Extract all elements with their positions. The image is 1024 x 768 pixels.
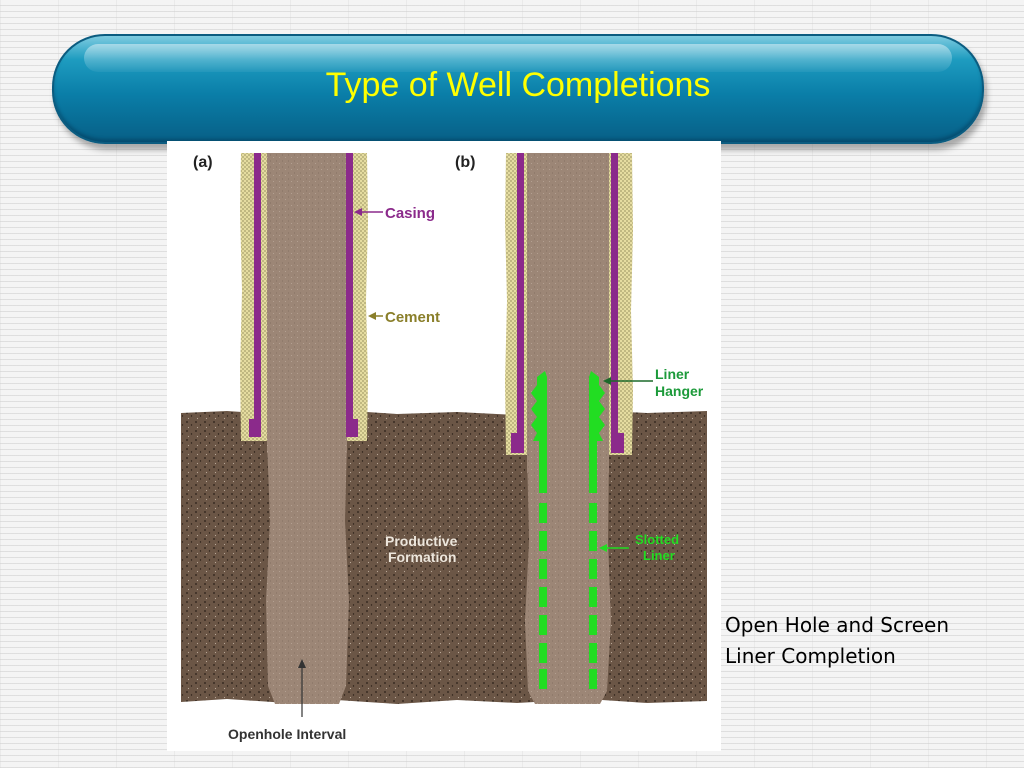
casing-left-b xyxy=(517,153,524,453)
productive-formation-label-2: Formation xyxy=(388,549,456,565)
openhole-interval-b xyxy=(525,451,611,704)
panel-label-a: (a) xyxy=(193,154,213,171)
openhole-interval-a xyxy=(266,441,349,704)
openhole-interval-label: Openhole Interval xyxy=(228,726,346,742)
casing-arrowhead xyxy=(354,208,362,216)
casing-shoe-left-a xyxy=(249,419,261,437)
slide-caption: Open Hole and Screen Liner Completion xyxy=(725,610,1015,672)
cement-arrowhead xyxy=(368,312,376,320)
casing-left-a xyxy=(254,153,261,437)
panel-label-b: (b) xyxy=(455,154,475,171)
slotted-liner-left xyxy=(539,377,547,689)
caption-line-2: Liner Completion xyxy=(725,644,896,668)
liner-hanger-arrowhead xyxy=(603,377,611,385)
slotted-liner-label-1: Slotted xyxy=(635,532,679,547)
borehole-a xyxy=(267,153,347,453)
casing-label: Casing xyxy=(385,205,435,222)
title-banner: Type of Well Completions xyxy=(52,34,984,144)
casing-shoe-right-b xyxy=(611,433,624,453)
casing-right-a xyxy=(346,153,353,437)
slotted-liner-label-2: Liner xyxy=(643,548,675,563)
casing-right-b xyxy=(611,153,618,453)
slotted-liner-arrowhead xyxy=(599,544,607,552)
slotted-liner-right xyxy=(589,377,597,689)
cement-label: Cement xyxy=(385,309,440,326)
well-completion-diagram: (a) (b) Casing Cement Productive Formati… xyxy=(167,141,721,751)
liner-hanger-label-2: Hanger xyxy=(655,383,704,399)
casing-shoe-right-a xyxy=(346,419,358,437)
caption-line-1: Open Hole and Screen xyxy=(725,613,950,637)
openhole-arrowhead xyxy=(298,659,306,668)
productive-formation-label-1: Productive xyxy=(385,533,458,549)
slide-title: Type of Well Completions xyxy=(325,66,711,104)
casing-shoe-left-b xyxy=(511,433,524,453)
liner-hanger-label-1: Liner xyxy=(655,366,690,382)
diagram-svg: (a) (b) Casing Cement Productive Formati… xyxy=(181,153,707,742)
